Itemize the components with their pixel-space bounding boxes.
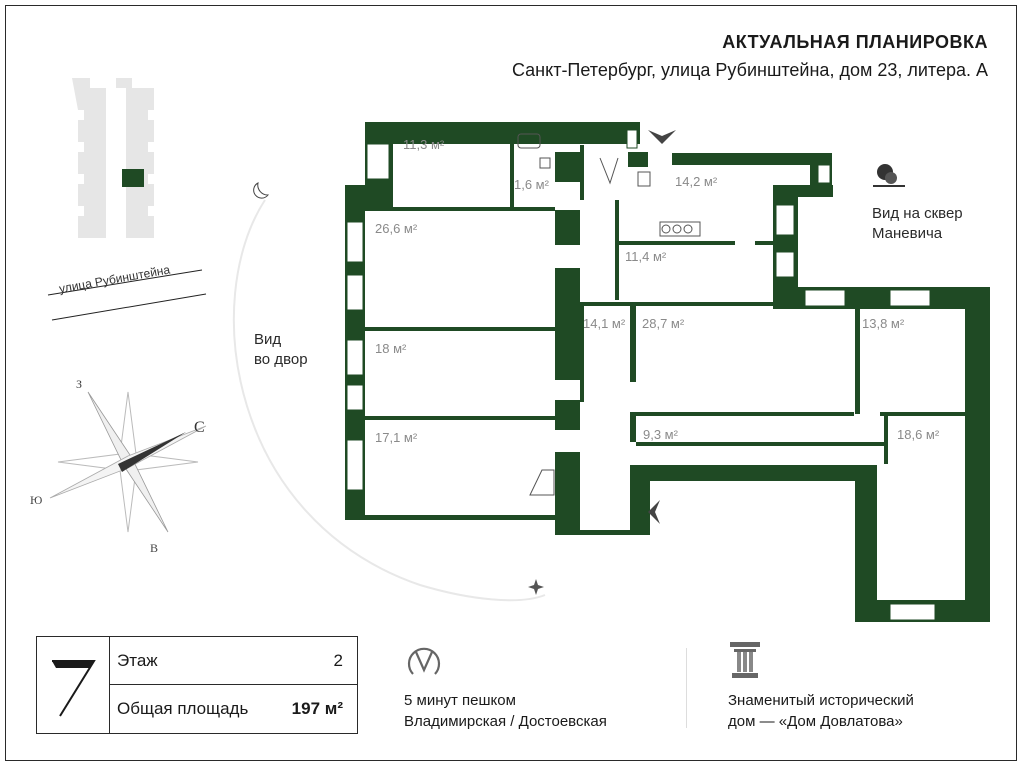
area-row: Общая площадь 197 м² <box>109 685 357 733</box>
room-area-12: 18,6 м² <box>897 427 940 442</box>
view-yard-line-2: во двор <box>254 351 308 368</box>
floor-label: Этаж <box>117 650 158 670</box>
view-square-line-1: Вид на сквер <box>872 205 963 222</box>
compass-west: З <box>76 377 82 391</box>
history-line-2: дом — «Дом Довлатова» <box>728 713 903 730</box>
room-area-6: 14,1 м² <box>583 316 626 331</box>
site-map <box>47 78 207 321</box>
metro-line-1: 5 минут пешком <box>404 692 516 709</box>
room-area-9: 18 м² <box>375 341 407 356</box>
tree-icon <box>873 164 905 187</box>
area-value: 197 м² <box>291 699 343 718</box>
moon-icon <box>253 182 270 199</box>
metro-line-2: Владимирская / Достоевская <box>404 713 607 730</box>
floor-row: Этаж 2 <box>109 637 357 685</box>
room-area-10: 17,1 м² <box>375 430 418 445</box>
windows <box>346 129 936 621</box>
history-text: Знаменитый исторический дом — «Дом Довла… <box>728 690 914 732</box>
walls <box>345 122 990 622</box>
room-area-11: 9,3 м² <box>643 427 679 442</box>
metro-text: 5 минут пешком Владимирская / Достоевска… <box>404 690 607 732</box>
view-arrow-top <box>648 130 676 144</box>
compass-north: С <box>194 419 205 436</box>
brand-logo <box>52 660 96 717</box>
room-area-4: 26,6 м² <box>375 221 418 236</box>
address-text: Санкт-Петербург, улица Рубинштейна, дом … <box>511 60 988 80</box>
page-frame <box>5 5 1017 761</box>
room-area-1: 11,3 м² <box>403 137 445 152</box>
compass-east: В <box>150 541 158 555</box>
sun-icon <box>528 579 544 595</box>
floor-value: 2 <box>333 650 343 670</box>
room-area-2: 1,6 м² <box>514 177 550 192</box>
footer-divider <box>686 648 687 728</box>
view-yard-label: Вид во двор <box>254 330 308 370</box>
view-yard-line-1: Вид <box>254 331 282 348</box>
room-area-8: 13,8 м² <box>862 316 905 331</box>
view-arrow-bottom <box>648 500 660 524</box>
info-box: Этаж 2 Общая площадь 197 м² <box>36 636 358 734</box>
room-area-7: 28,7 м² <box>642 316 685 331</box>
view-arc <box>232 199 546 602</box>
building-marker <box>122 169 144 187</box>
compass-south: Ю <box>30 493 42 507</box>
room-area-5: 11,4 м² <box>625 249 667 264</box>
fixtures <box>517 133 701 496</box>
history-line-1: Знаменитый исторический <box>728 692 914 709</box>
metro-icon <box>407 647 441 675</box>
area-label: Общая площадь <box>117 699 249 718</box>
view-square-label: Вид на сквер Маневича <box>872 204 963 244</box>
view-square-line-2: Маневича <box>872 225 943 242</box>
logo-cell <box>37 637 110 733</box>
compass-rose <box>49 391 207 533</box>
page-title: АКТУАЛЬНАЯ ПЛАНИРОВКА <box>722 32 988 52</box>
room-area-3: 14,2 м² <box>675 174 718 189</box>
column-icon <box>730 642 760 678</box>
